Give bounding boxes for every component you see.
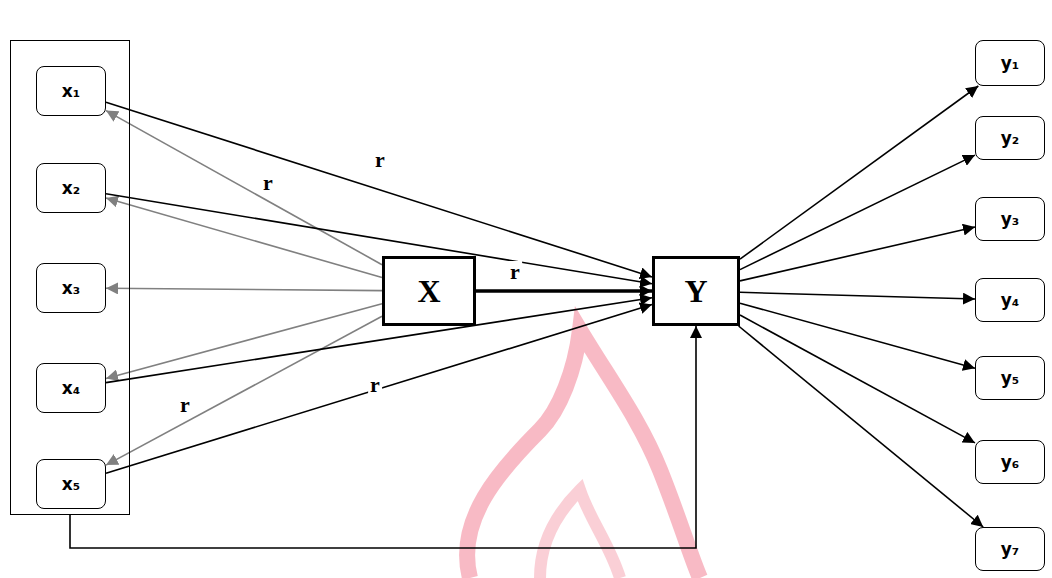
indicator-box: y₃ xyxy=(975,197,1045,241)
node-text: x₂ xyxy=(62,178,80,198)
connector-arrow xyxy=(106,102,652,277)
indicator-box: y₄ xyxy=(975,278,1045,322)
edge-label: r xyxy=(261,172,275,194)
node-text: Y xyxy=(684,273,707,310)
node-text: y₇ xyxy=(1001,539,1020,559)
connector-arrow xyxy=(106,194,652,284)
node-text: y₂ xyxy=(1001,128,1020,148)
variable-box: X xyxy=(382,256,476,326)
node-text: x₃ xyxy=(62,278,80,298)
node-text: y₄ xyxy=(1001,290,1020,310)
connector-arrow xyxy=(476,289,652,293)
connector-arrow xyxy=(740,155,975,270)
edge-label: r xyxy=(368,374,382,396)
connector-arrow xyxy=(740,227,975,281)
indicator-box: x₄ xyxy=(36,363,106,413)
indicator-box: y₂ xyxy=(975,116,1045,160)
node-text: y₃ xyxy=(1001,209,1020,229)
node-text: x₁ xyxy=(62,81,80,101)
indicator-box: x₁ xyxy=(36,66,106,116)
edge-label: r xyxy=(373,149,387,171)
indicator-box: y₇ xyxy=(975,527,1045,571)
node-text: x₄ xyxy=(62,378,80,398)
indicator-box: x₂ xyxy=(36,163,106,213)
edge-label: r xyxy=(508,261,522,283)
node-text: y₅ xyxy=(1001,368,1020,388)
connector-arrow xyxy=(106,288,382,290)
group-box: x₁ x₂ x₃ x₄ x₅ xyxy=(10,40,130,515)
connector-arrow xyxy=(106,298,652,383)
connector-arrow xyxy=(740,292,975,299)
connector-arrow xyxy=(70,326,696,548)
node-text: y₁ xyxy=(1001,53,1020,73)
indicator-box: x₅ xyxy=(36,459,106,509)
connector-arrow xyxy=(106,198,382,277)
connector-arrow xyxy=(106,111,382,265)
indicator-box: y₁ xyxy=(975,40,1045,86)
connector-arrow xyxy=(106,304,382,379)
variable-box: Y xyxy=(652,256,740,326)
node-text: x₅ xyxy=(62,474,80,494)
indicator-box: y₅ xyxy=(975,356,1045,400)
edge-label: r xyxy=(178,394,192,416)
indicator-box: y₆ xyxy=(975,440,1045,484)
node-text: X xyxy=(417,273,440,310)
connector-arrow xyxy=(740,86,978,259)
indicator-box: x₃ xyxy=(36,263,106,313)
connector-arrow xyxy=(106,305,652,474)
node-text: y₆ xyxy=(1001,452,1020,472)
connector-arrow xyxy=(106,316,382,465)
connector-arrow xyxy=(739,326,984,527)
connector-arrow xyxy=(740,303,975,368)
